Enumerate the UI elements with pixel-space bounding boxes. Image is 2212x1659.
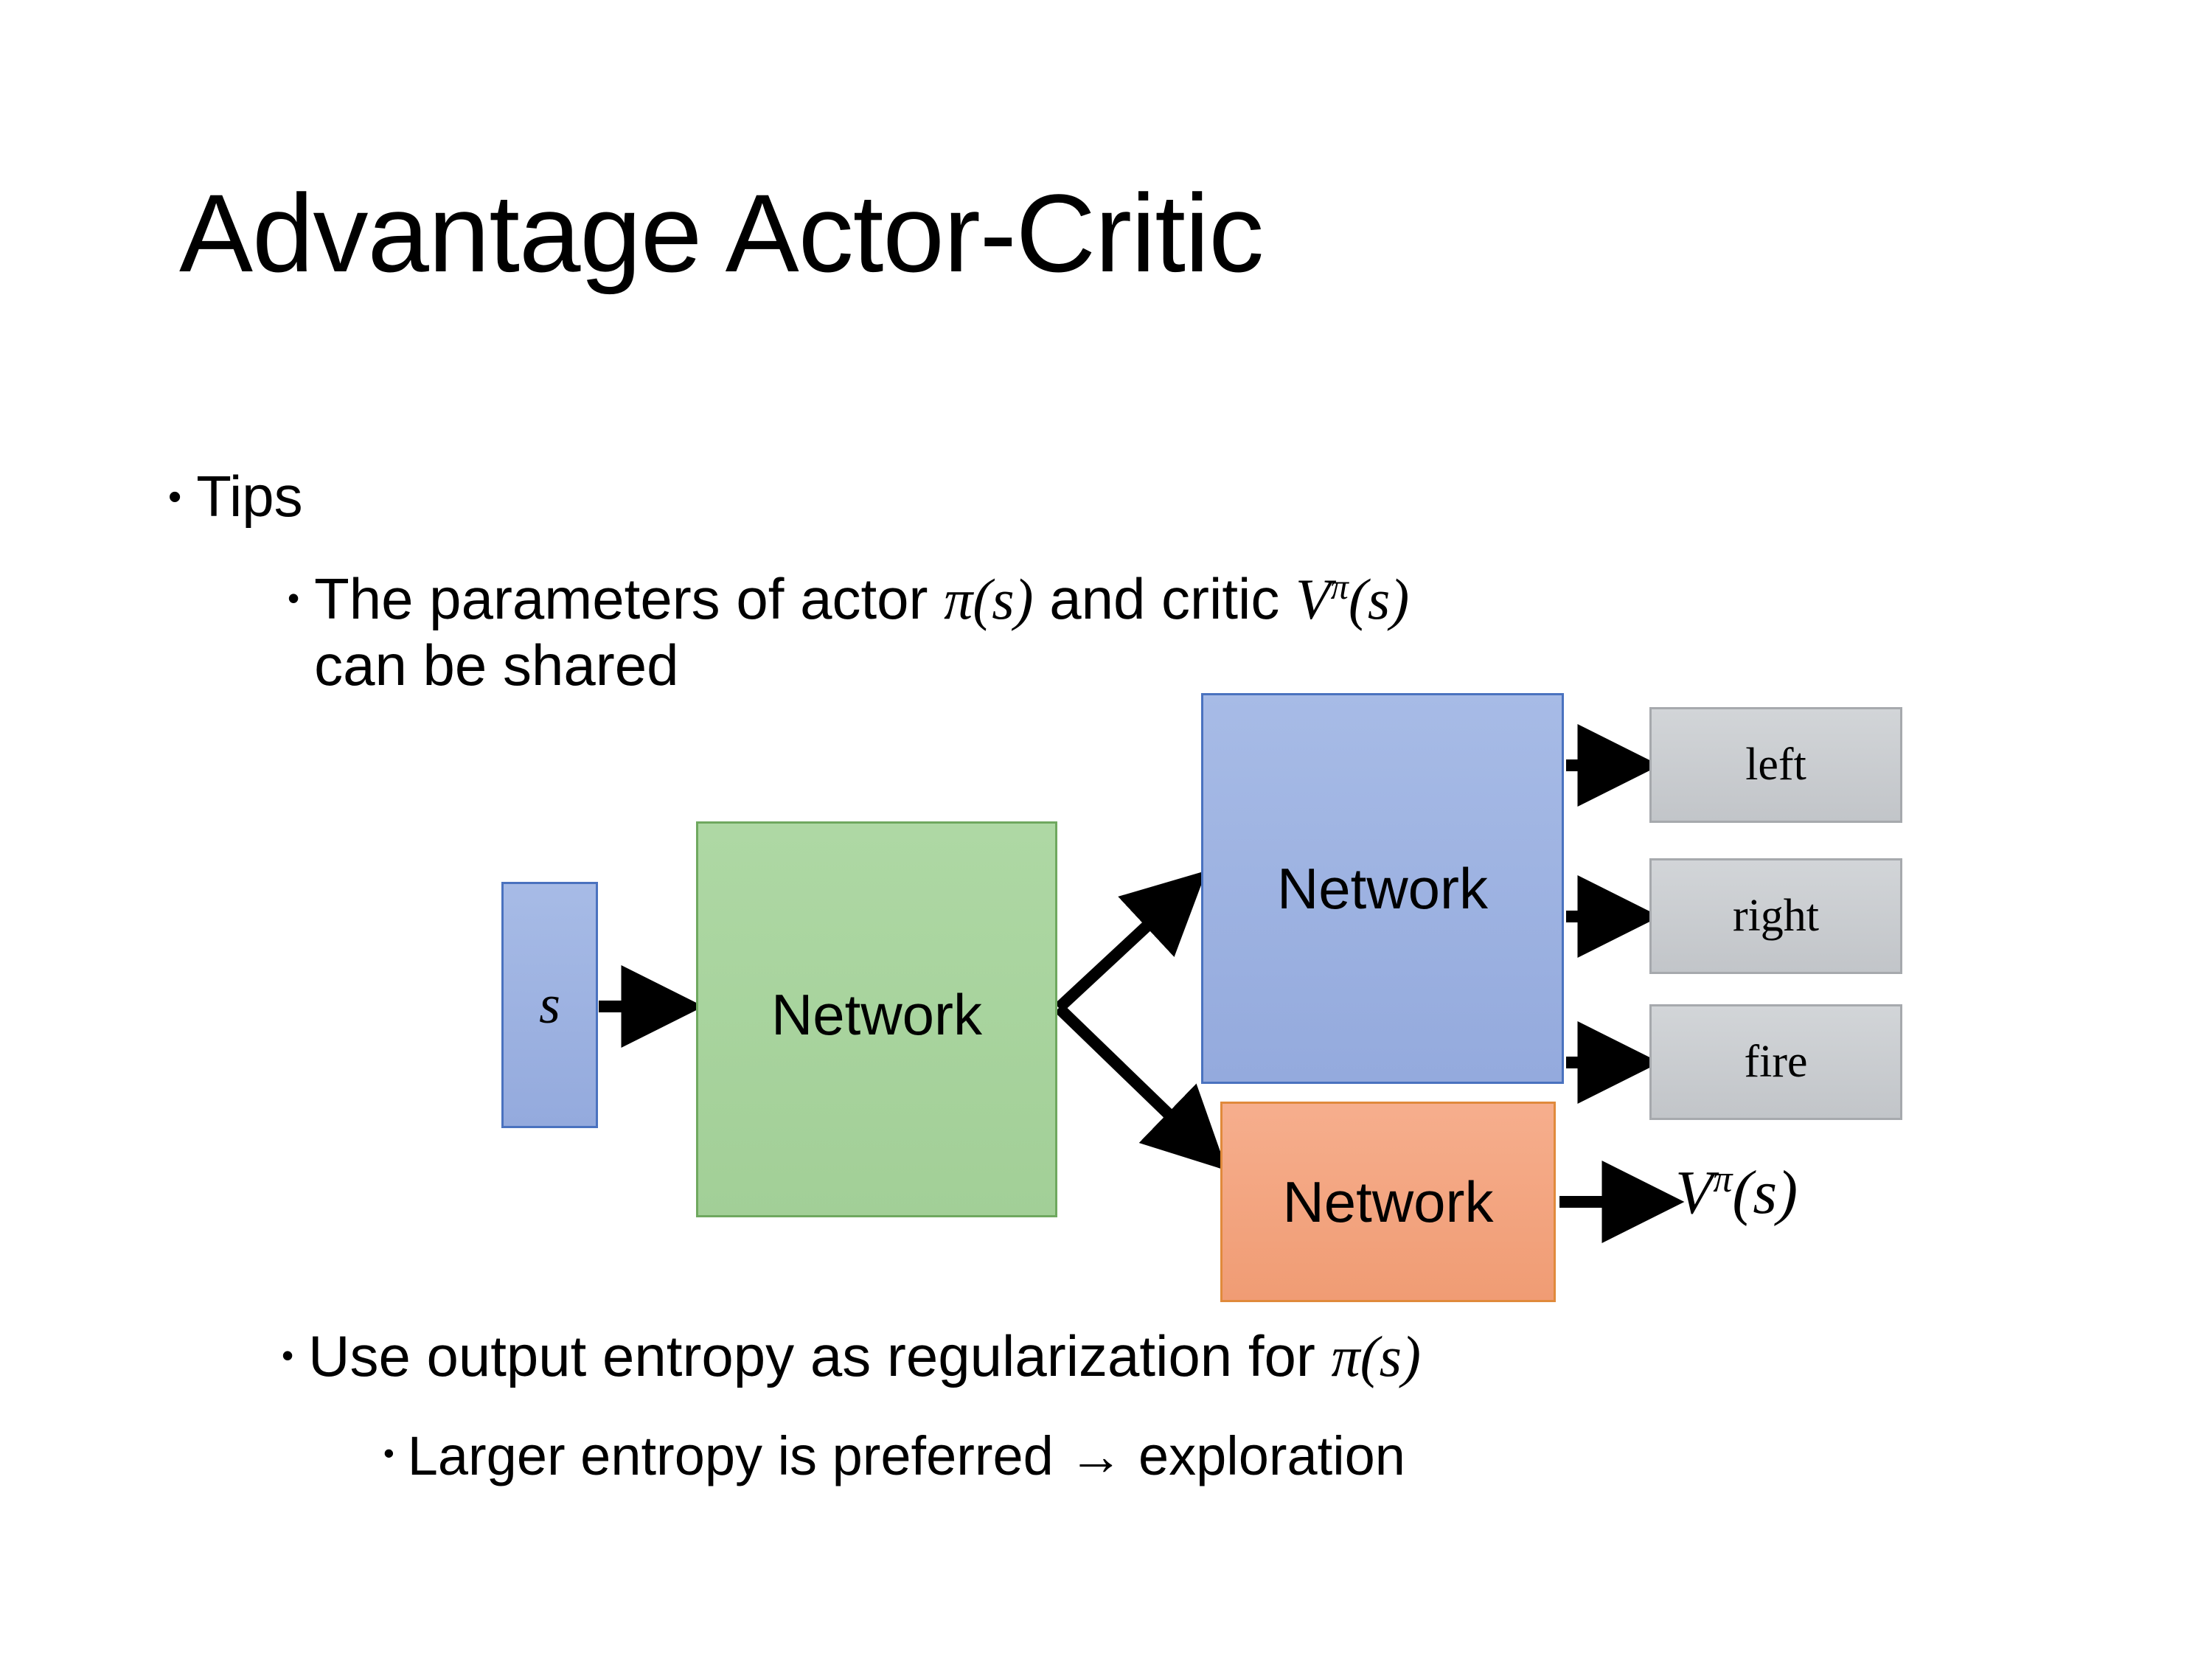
action-output-left[interactable]: left [1649, 707, 1902, 823]
bullet-output-entropy-text: Use output entropy as regularization for… [308, 1324, 2125, 1390]
action-output-fire-label: fire [1744, 1037, 1808, 1087]
critic-network-box[interactable]: Network [1220, 1102, 1556, 1302]
value-v-argument: (s) [1732, 1158, 1798, 1227]
bullet-shared-parameters-text: The parameters of actor π(s) and critic … [314, 566, 2146, 698]
arrow-shared-to-critic [1054, 1004, 1228, 1171]
actor-network-box[interactable]: Network [1201, 693, 1564, 1084]
action-output-right[interactable]: right [1649, 858, 1902, 974]
state-label: s [539, 974, 560, 1035]
params-middle-text: and critic [1033, 566, 1296, 631]
bullet-glyph: • [282, 1336, 294, 1374]
shared-network-box[interactable]: Network [696, 821, 1057, 1217]
bullet-tips-label: Tips [196, 464, 303, 529]
bullet-glyph: • [168, 476, 182, 518]
critic-network-label: Network [1282, 1169, 1494, 1234]
critic-v-superscript: π [1330, 568, 1349, 607]
value-v-superscript: π [1713, 1158, 1733, 1200]
page-title: Advantage Actor-Critic [179, 171, 1264, 295]
actor-network-label: Network [1276, 855, 1489, 921]
bullet-glyph: • [288, 579, 300, 617]
critic-v-argument: (s) [1348, 567, 1410, 631]
bullet-larger-entropy-label: Larger entropy is preferred → exploratio… [407, 1425, 1405, 1486]
params-prefix-text: The parameters of actor [314, 566, 945, 631]
params-line2-text: can be shared [314, 632, 679, 698]
bullet-tips: • Tips [168, 464, 303, 529]
bullet-output-entropy: • Use output entropy as regularization f… [282, 1324, 2125, 1390]
state-input-box[interactable]: s [501, 882, 598, 1128]
shared-network-label: Network [771, 982, 983, 1047]
action-output-right-label: right [1732, 891, 1820, 941]
bullet-glyph: • [383, 1436, 394, 1470]
bullet-shared-parameters: • The parameters of actor π(s) and criti… [288, 566, 2146, 698]
entropy-pi-math: π(s) [1331, 1324, 1421, 1388]
bullet-larger-entropy: • Larger entropy is preferred → explorat… [383, 1425, 2153, 1487]
actor-pi-math: π(s) [944, 567, 1034, 631]
value-output-label: Vπ(s) [1675, 1156, 1798, 1228]
value-v-math: V [1675, 1158, 1714, 1227]
entropy-prefix-text: Use output entropy as regularization for [308, 1324, 1332, 1388]
arrow-shared-to-actor [1054, 870, 1207, 1012]
action-output-fire[interactable]: fire [1649, 1004, 1902, 1120]
action-output-left-label: left [1745, 740, 1806, 790]
critic-v-math: V [1295, 567, 1331, 631]
